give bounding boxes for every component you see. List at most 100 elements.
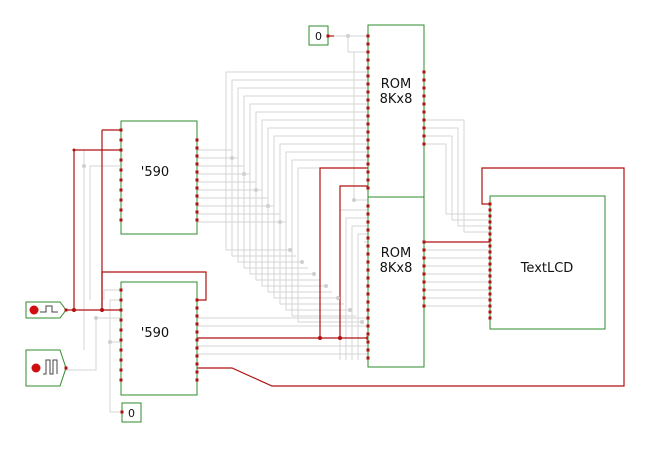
constant-zero-bottom[interactable]: 0 [121,402,142,423]
rom-bottom-address-pin[interactable] [366,284,370,288]
counter-top-input-pin[interactable] [119,218,123,222]
rom-top-address-pin[interactable] [366,66,370,70]
button-input[interactable] [25,301,67,319]
rom-bottom-data-pin[interactable] [422,240,426,244]
rom-bottom-data-pin[interactable] [422,280,426,284]
lcd-input-pin[interactable] [488,316,492,320]
lcd-input-pin[interactable] [488,202,492,206]
rom-top-data-pin[interactable] [422,118,426,122]
counter-bottom-output-pin[interactable] [195,370,199,374]
counter-bottom-input-pin[interactable] [119,308,123,312]
counter-bottom-input-pin[interactable] [119,368,123,372]
counter-bottom-input-pin[interactable] [119,318,123,322]
constant-zero-top[interactable]: 0 [308,25,329,46]
counter-bottom-input-pin[interactable] [119,338,123,342]
button-output-pin[interactable] [64,308,68,312]
rom-top-address-pin[interactable] [366,154,370,158]
counter-bottom-output-pin[interactable] [195,314,199,318]
rom-top-address-pin[interactable] [366,138,370,142]
rom-top-address-pin[interactable] [366,90,370,94]
counter-bottom-input-pin[interactable] [119,348,123,352]
lcd-input-pin[interactable] [488,232,492,236]
rom-top-data-pin[interactable] [422,142,426,146]
rom-top-data-pin[interactable] [422,78,426,82]
rom-top-address-pin[interactable] [366,98,370,102]
counter-bottom-output-pin[interactable] [195,306,199,310]
rom-top-data-pin[interactable] [422,94,426,98]
rom-top-address-pin[interactable] [366,50,370,54]
rom-top-data-pin[interactable] [422,110,426,114]
counter-top-output-pin[interactable] [195,186,199,190]
lcd-input-pin[interactable] [488,286,492,290]
counter-top-input-pin[interactable] [119,208,123,212]
lcd-input-pin[interactable] [488,280,492,284]
counter-top-output-pin[interactable] [195,154,199,158]
counter-top-output-pin[interactable] [195,218,199,222]
rom-bottom-address-pin[interactable] [366,332,370,336]
rom-top-address-pin[interactable] [366,130,370,134]
lcd-input-pin[interactable] [488,262,492,266]
rom-bottom-address-pin[interactable] [366,236,370,240]
counter-bottom-input-pin[interactable] [119,298,123,302]
clock-output-pin[interactable] [64,366,68,370]
lcd-input-pin[interactable] [488,238,492,242]
rom-top-address-pin[interactable] [366,178,370,182]
rom-top-data-pin[interactable] [422,126,426,130]
rom-top-address-pin[interactable] [366,122,370,126]
rom-bottom-address-pin[interactable] [366,316,370,320]
clock-input[interactable] [25,349,67,387]
lcd-input-pin[interactable] [488,310,492,314]
counter-bottom-output-pin[interactable] [195,322,199,326]
counter-590-bottom[interactable]: '590 [120,281,198,396]
lcd-input-pin[interactable] [488,244,492,248]
rom-8kx8-top[interactable]: ROM 8Kx8 [367,24,425,198]
rom-bottom-address-pin[interactable] [366,308,370,312]
rom-bottom-address-pin[interactable] [366,212,370,216]
lcd-input-pin[interactable] [488,256,492,260]
rom-bottom-address-pin[interactable] [366,244,370,248]
counter-bottom-output-pin[interactable] [195,330,199,334]
lcd-input-pin[interactable] [488,298,492,302]
rom-bottom-address-pin[interactable] [366,220,370,224]
counter-top-output-pin[interactable] [195,138,199,142]
constant-bottom-output-pin[interactable] [120,410,124,414]
rom-bottom-address-pin[interactable] [366,276,370,280]
counter-590-top[interactable]: '590 [120,120,198,235]
rom-top-data-pin[interactable] [422,70,426,74]
counter-top-input-pin[interactable] [119,188,123,192]
rom-top-address-pin[interactable] [366,58,370,62]
rom-bottom-data-pin[interactable] [422,288,426,292]
rom-bottom-address-pin[interactable] [366,340,370,344]
counter-bottom-input-pin[interactable] [119,328,123,332]
counter-top-output-pin[interactable] [195,194,199,198]
constant-top-output-pin[interactable] [326,34,330,38]
rom-top-address-pin[interactable] [366,114,370,118]
counter-top-input-pin[interactable] [119,168,123,172]
lcd-input-pin[interactable] [488,220,492,224]
lcd-input-pin[interactable] [488,292,492,296]
counter-top-output-pin[interactable] [195,170,199,174]
counter-top-output-pin[interactable] [195,202,199,206]
rom-bottom-address-pin[interactable] [366,324,370,328]
rom-top-address-pin[interactable] [366,34,370,38]
rom-bottom-address-pin[interactable] [366,356,370,360]
lcd-input-pin[interactable] [488,214,492,218]
rom-bottom-data-pin[interactable] [422,256,426,260]
lcd-input-pin[interactable] [488,274,492,278]
counter-top-output-pin[interactable] [195,178,199,182]
rom-bottom-data-pin[interactable] [422,248,426,252]
rom-bottom-address-pin[interactable] [366,260,370,264]
counter-top-input-pin[interactable] [119,158,123,162]
rom-bottom-address-pin[interactable] [366,348,370,352]
rom-top-data-pin[interactable] [422,134,426,138]
lcd-input-pin[interactable] [488,226,492,230]
lcd-input-pin[interactable] [488,268,492,272]
rom-top-data-pin[interactable] [422,86,426,90]
rom-top-address-pin[interactable] [366,170,370,174]
rom-top-address-pin[interactable] [366,42,370,46]
rom-top-address-pin[interactable] [366,186,370,190]
rom-bottom-data-pin[interactable] [422,296,426,300]
rom-bottom-address-pin[interactable] [366,228,370,232]
counter-bottom-output-pin[interactable] [195,362,199,366]
counter-bottom-output-pin[interactable] [195,354,199,358]
